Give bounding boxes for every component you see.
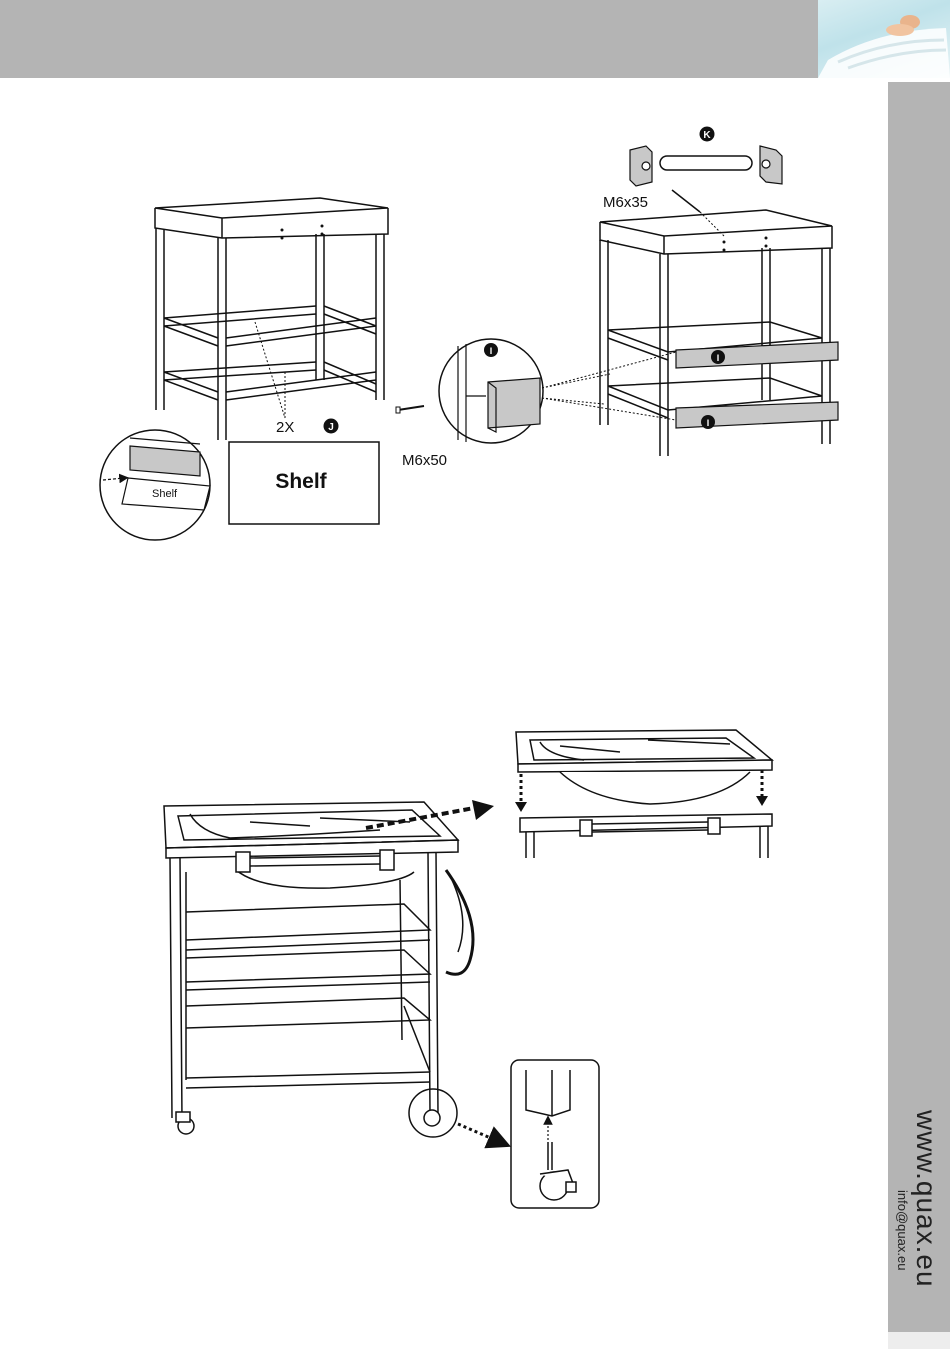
shelf-indicator-lines — [255, 322, 285, 418]
part-k-letter: K — [703, 130, 711, 141]
frame-left — [155, 198, 388, 440]
end-cap-left — [630, 146, 652, 186]
frame-right-holes — [723, 237, 768, 252]
detached-tub — [516, 730, 772, 804]
casters — [176, 1110, 440, 1134]
bath-table — [164, 802, 473, 1120]
handle-bar — [660, 156, 752, 170]
caster-zoom-arrow — [458, 1124, 500, 1142]
part-i-letter-zoom: I — [490, 346, 493, 356]
bolt-m6x50-label: M6x50 — [402, 452, 447, 469]
end-cap-right — [760, 146, 782, 184]
shelf-zoom-rail — [130, 446, 200, 476]
frame-left-holes — [281, 225, 324, 240]
part-i-letter-upper: I — [717, 353, 720, 363]
screw-m6x35-label: M6x35 — [603, 194, 648, 211]
part-i-letter-lower: I — [707, 418, 710, 428]
shelf-count-label: 2X — [276, 419, 294, 436]
screw-m6x35 — [672, 190, 700, 212]
rail-lower — [676, 402, 838, 428]
table-top-detail — [520, 814, 772, 858]
shelf-box-label: Shelf — [275, 470, 327, 493]
rail-upper — [676, 342, 838, 368]
shelf-zoom-label: Shelf — [152, 488, 178, 500]
bolt-m6x50 — [398, 406, 424, 410]
part-j-letter: J — [328, 422, 334, 433]
